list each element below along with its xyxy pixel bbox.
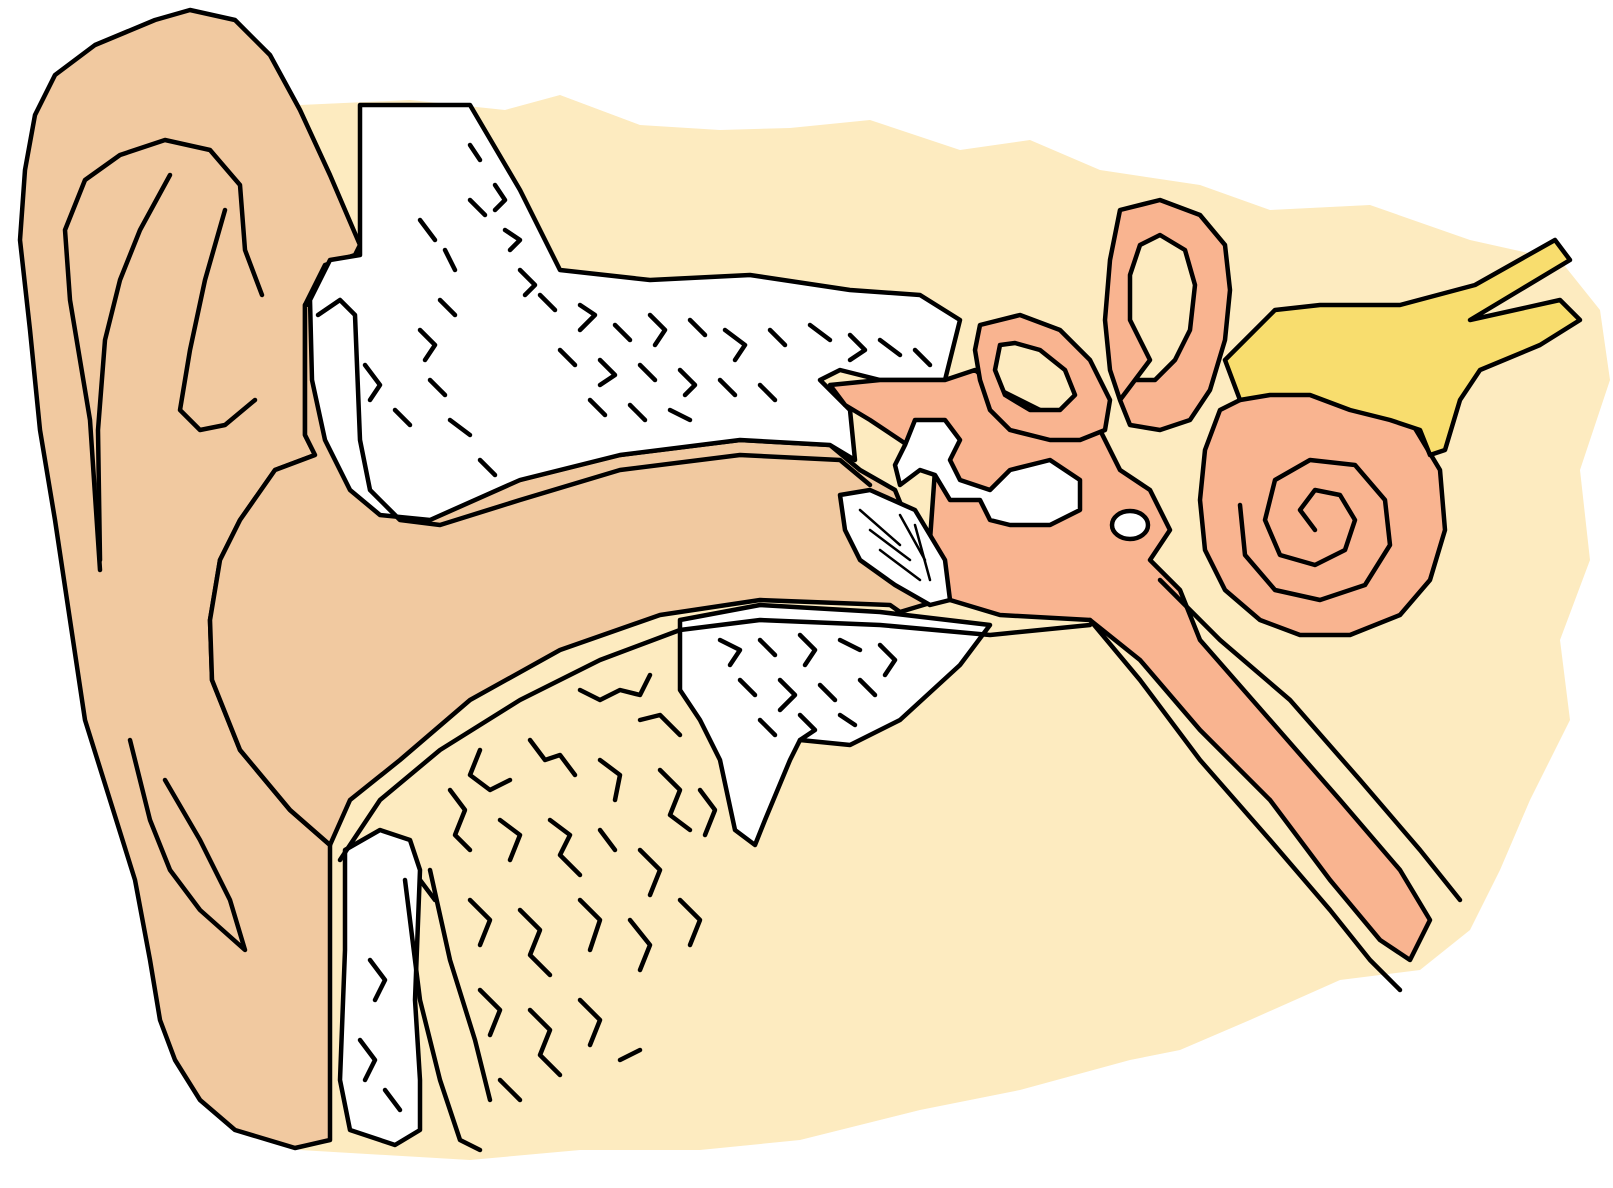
- round-window: [1112, 511, 1148, 539]
